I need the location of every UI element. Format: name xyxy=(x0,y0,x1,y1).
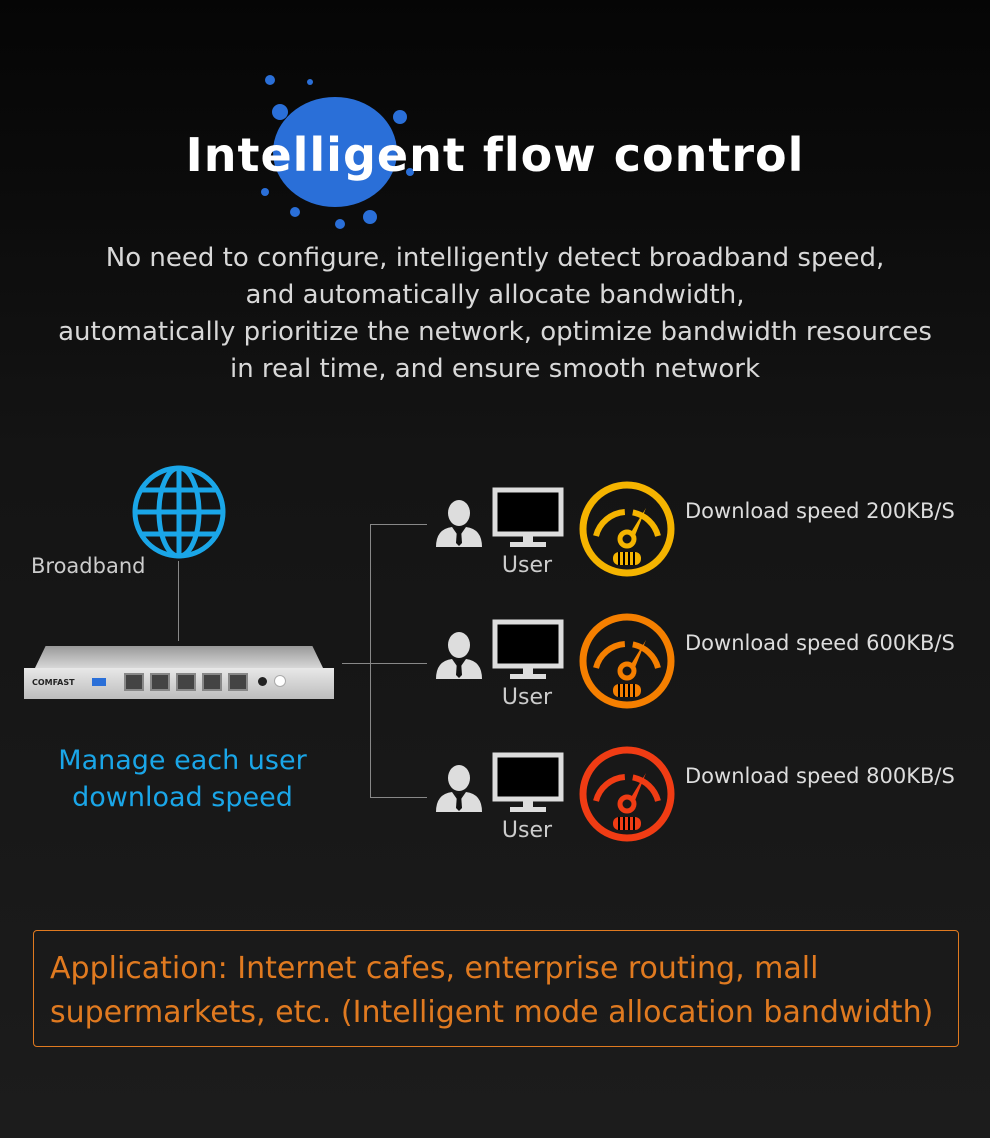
monitor-icon xyxy=(492,752,564,812)
globe-icon xyxy=(132,465,226,559)
user-label: User xyxy=(501,553,553,578)
subtitle-line: No need to configure, intelligently dete… xyxy=(105,243,885,273)
download-speed-label: Download speed 800KB/S xyxy=(685,764,955,788)
subtitle-line: and automatically allocate bandwidth, xyxy=(245,280,745,310)
router-image: COMFAST xyxy=(24,646,334,701)
user-label: User xyxy=(501,818,553,843)
user-row: User Download speed 800KB/S xyxy=(430,746,990,860)
subtitle: No need to configure, intelligently dete… xyxy=(0,240,990,388)
manage-line: download speed xyxy=(72,782,293,813)
subtitle-line: automatically prioritize the network, op… xyxy=(58,317,932,347)
monitor-icon xyxy=(492,619,564,679)
application-line: supermarkets, etc. (Intelligent mode all… xyxy=(50,995,934,1030)
speedometer-icon xyxy=(579,746,675,842)
user-icon xyxy=(436,632,482,679)
download-speed-label: Download speed 200KB/S xyxy=(685,499,955,523)
connector-line xyxy=(342,663,370,664)
connector-line xyxy=(370,524,371,797)
download-speed-label: Download speed 600KB/S xyxy=(685,631,955,655)
user-row: User Download speed 200KB/S xyxy=(430,481,990,595)
user-icon xyxy=(436,500,482,547)
connector-line xyxy=(370,524,427,525)
connector-line xyxy=(370,663,427,664)
application-box: Application: Internet cafes, enterprise … xyxy=(33,930,959,1047)
speedometer-icon xyxy=(579,481,675,577)
subtitle-line: in real time, and ensure smooth network xyxy=(229,354,761,384)
manage-line: Manage each user xyxy=(58,745,307,776)
monitor-icon xyxy=(492,487,564,547)
router-brand: COMFAST xyxy=(32,678,75,687)
page-title: Intelligent flow control xyxy=(185,128,805,182)
broadband-label: Broadband xyxy=(31,554,146,578)
user-row: User Download speed 600KB/S xyxy=(430,613,990,727)
connector-line xyxy=(178,561,179,641)
user-label: User xyxy=(501,685,553,710)
speedometer-icon xyxy=(579,613,675,709)
paint-splash-icon xyxy=(261,75,414,229)
manage-label: Manage each user download speed xyxy=(40,742,325,816)
user-icon xyxy=(436,765,482,812)
connector-line xyxy=(370,797,427,798)
application-line: Application: Internet cafes, enterprise … xyxy=(50,951,819,986)
